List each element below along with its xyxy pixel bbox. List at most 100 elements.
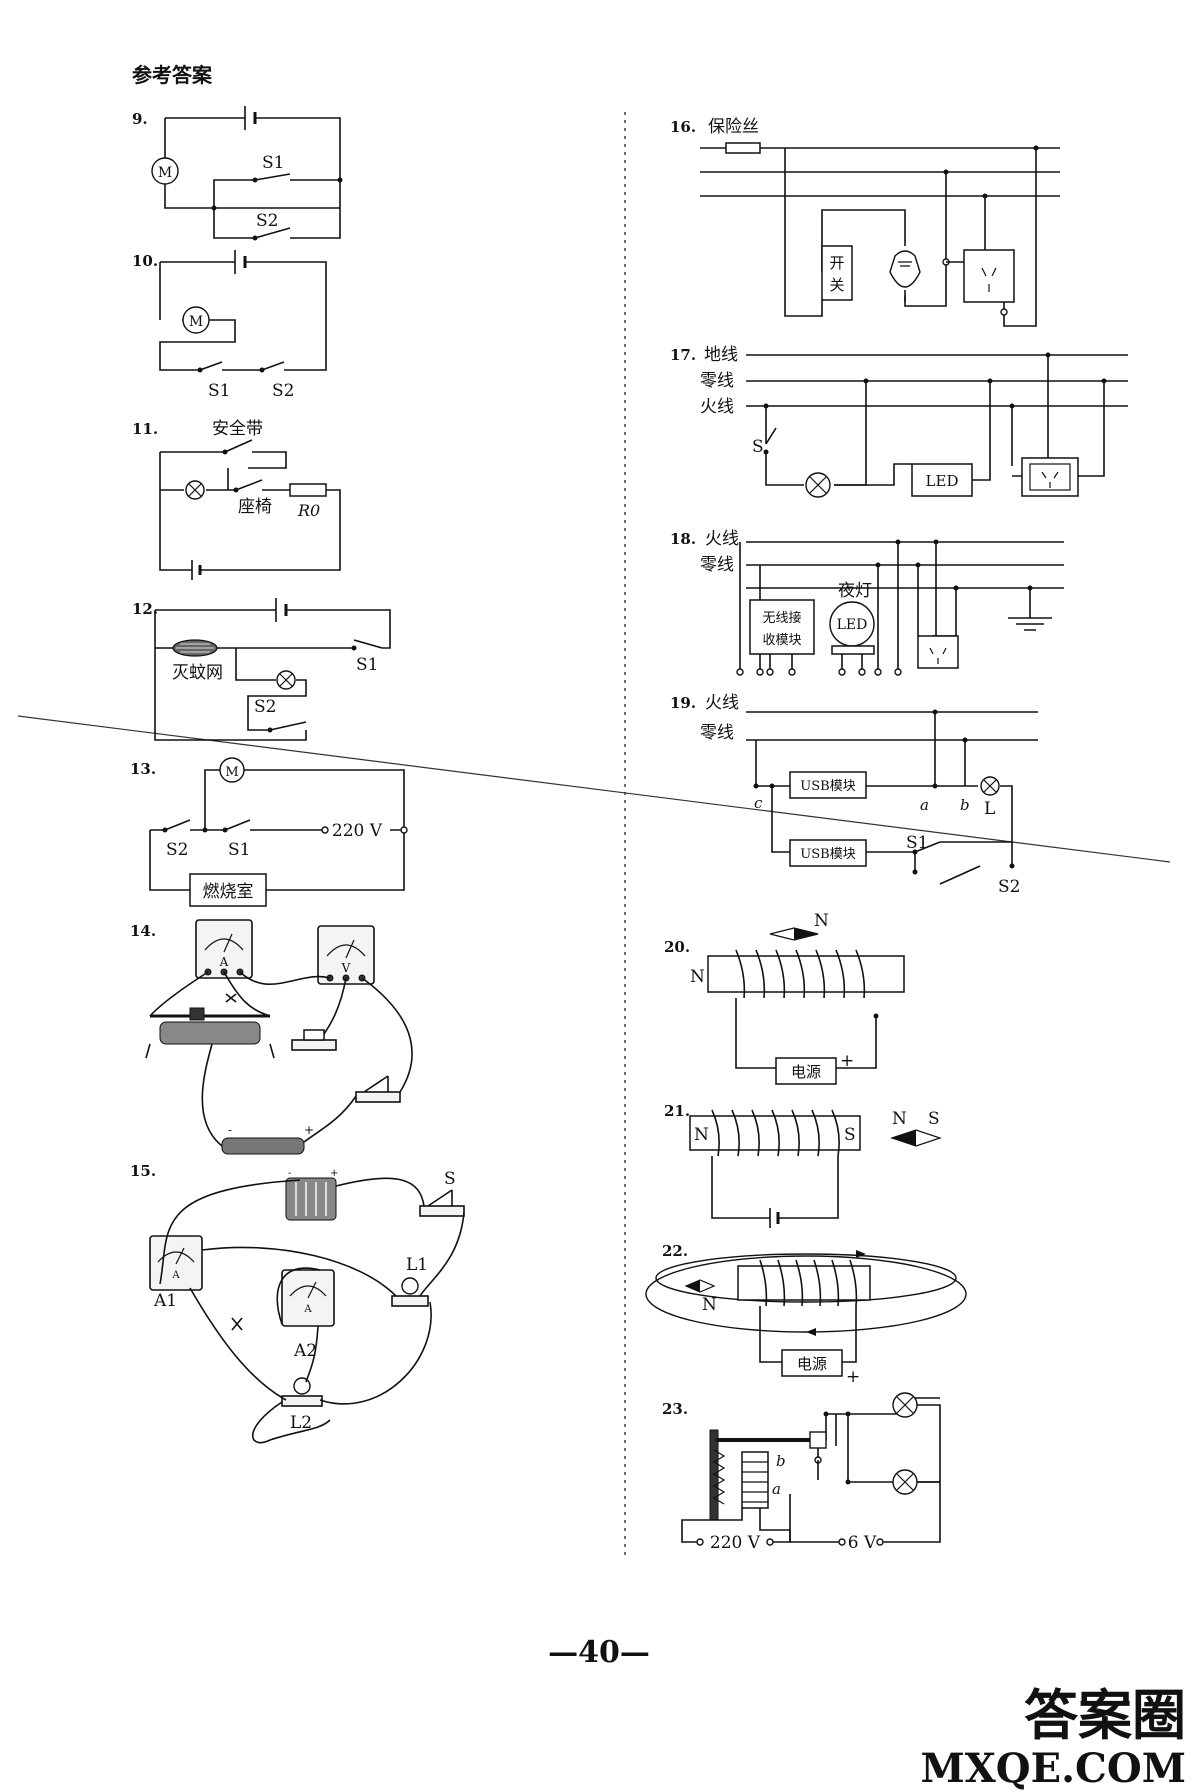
question-16-wiring: 16. 保险丝 开 关	[670, 117, 1060, 327]
svg-text:23.: 23.	[662, 1400, 688, 1418]
svg-text:A: A	[171, 1270, 180, 1281]
battery-pack	[221, 1137, 305, 1155]
switch-device	[419, 1205, 465, 1217]
lamp-symbol	[892, 1392, 918, 1418]
svg-text:S: S	[844, 1125, 856, 1145]
rheostat-device	[159, 1021, 261, 1045]
svg-text:座椅: 座椅	[238, 497, 272, 517]
svg-text:M: M	[158, 165, 172, 181]
svg-text:燃烧室: 燃烧室	[203, 882, 254, 902]
svg-text:A2: A2	[293, 1341, 317, 1361]
svg-text:21.: 21.	[664, 1102, 690, 1120]
svg-text:S: S	[752, 437, 764, 457]
watermark-logo-text: 答案圈	[1024, 1683, 1186, 1747]
solenoid-core	[707, 955, 905, 993]
question-12-circuit: 12. 灭蚊网 S1 S2	[132, 598, 391, 741]
electromagnet-coil	[741, 1451, 769, 1509]
svg-text:USB模块: USB模块	[800, 847, 855, 862]
svg-text:S2: S2	[254, 697, 276, 717]
svg-text:火线: 火线	[700, 397, 734, 417]
svg-text:零线: 零线	[700, 723, 734, 743]
svg-text:USB模块: USB模块	[800, 779, 855, 794]
question-14-apparatus: 14. A V - +	[130, 919, 413, 1155]
svg-text:保险丝: 保险丝	[708, 117, 759, 137]
switch-label: S1	[262, 153, 284, 173]
voltmeter-device	[317, 925, 375, 985]
svg-text:S1: S1	[228, 840, 250, 860]
power-supply-box	[775, 1057, 837, 1085]
power-supply-box	[781, 1349, 843, 1377]
svg-text:火线: 火线	[705, 529, 739, 549]
page-title: 参考答案	[132, 63, 213, 87]
question-18-wiring: 18. 火线 零线 无线接 收模块 夜灯 LED	[670, 529, 1064, 676]
question-19-wiring: 19. 火线 零线 USB模块 c a b L USB模块 S1 S2	[670, 693, 1038, 897]
motor-symbol	[182, 306, 210, 334]
svg-text:V: V	[341, 961, 351, 975]
svg-text:L: L	[984, 799, 995, 819]
lamp-symbol	[185, 480, 205, 500]
question-17-wiring: 17. 地线 零线 火线 S LED	[670, 345, 1128, 498]
svg-text:S2: S2	[998, 877, 1020, 897]
svg-text:S2: S2	[166, 840, 188, 860]
ammeter-device	[195, 919, 253, 979]
svg-text:-: -	[288, 1168, 291, 1179]
svg-text:+: +	[304, 1123, 314, 1137]
svg-text:电源: 电源	[797, 1355, 827, 1373]
svg-text:零线: 零线	[700, 371, 734, 391]
magnetic-field-line	[655, 1253, 957, 1303]
svg-text:L1: L1	[406, 1255, 428, 1275]
led-module-box	[911, 463, 973, 497]
svg-text:19.: 19.	[670, 694, 696, 712]
question-23-relay: 23. b a 220 V 6 V	[662, 1392, 941, 1553]
switch-label: S2	[256, 211, 278, 231]
svg-text:c: c	[754, 794, 763, 812]
svg-text:L2: L2	[290, 1413, 312, 1433]
svg-text:+: +	[330, 1168, 338, 1179]
svg-text:S2: S2	[272, 381, 294, 401]
svg-text:A: A	[303, 1304, 312, 1315]
question-20-solenoid: 20. N N 电源 +	[664, 911, 905, 1085]
usb-module-2	[789, 839, 867, 867]
battery-pack	[285, 1177, 337, 1221]
svg-text:S1: S1	[906, 833, 928, 853]
svg-text:10.: 10.	[132, 252, 158, 270]
svg-text:b: b	[776, 1452, 786, 1470]
svg-text:无线接: 无线接	[762, 610, 801, 626]
svg-text:22.: 22.	[662, 1242, 688, 1260]
three-hole-socket-icon	[963, 249, 1015, 303]
svg-text:14.: 14.	[130, 922, 156, 940]
svg-text:M: M	[189, 314, 203, 330]
switch-device	[355, 1091, 401, 1103]
svg-text:+: +	[840, 1051, 854, 1071]
svg-text:S1: S1	[356, 655, 378, 675]
lamp-symbol	[805, 472, 831, 498]
usb-module-1	[789, 771, 867, 799]
svg-text:S: S	[444, 1169, 456, 1189]
bulb-l1	[391, 1295, 429, 1307]
svg-text:LED: LED	[926, 472, 959, 490]
light-bulb-icon	[889, 250, 921, 288]
svg-text:夜灯: 夜灯	[838, 581, 872, 601]
svg-text:安全带: 安全带	[212, 419, 263, 439]
combustion-chamber-box	[189, 873, 267, 907]
question-21-solenoid: 21. N S N S	[664, 1102, 942, 1228]
bulb-l2	[281, 1395, 323, 1407]
svg-text:13.: 13.	[130, 760, 156, 778]
svg-text:S: S	[928, 1109, 940, 1129]
svg-text:6 V: 6 V	[848, 1533, 877, 1553]
lamp-symbol	[892, 1469, 918, 1495]
svg-text:N: N	[690, 967, 705, 987]
svg-text:a: a	[772, 1480, 781, 1498]
svg-text:灭蚊网: 灭蚊网	[172, 663, 223, 683]
svg-text:N: N	[694, 1125, 709, 1145]
svg-text:-: -	[228, 1123, 232, 1137]
svg-text:电源: 电源	[791, 1063, 821, 1081]
svg-text:220 V: 220 V	[710, 1533, 761, 1553]
question-11-circuit: 11. 安全带 座椅 R0	[132, 419, 341, 580]
question-9-circuit: 9. M S1 S2	[132, 106, 343, 241]
page-number: —40—	[548, 1635, 650, 1670]
svg-text:11.: 11.	[132, 420, 158, 438]
wireless-receiver-module	[749, 599, 815, 655]
svg-text:收模块: 收模块	[762, 633, 801, 648]
